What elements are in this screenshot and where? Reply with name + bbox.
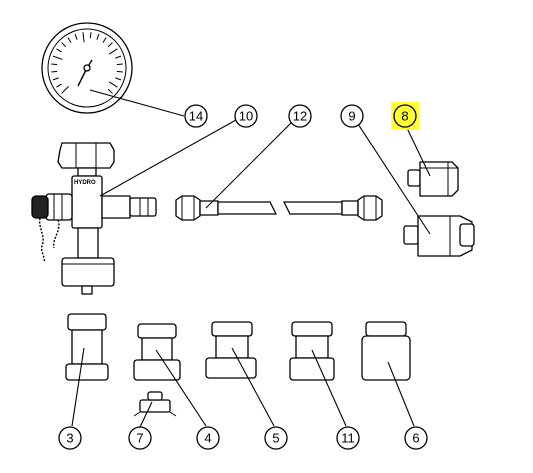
hose-assembly <box>175 195 383 221</box>
gauge-tick <box>115 77 122 81</box>
callout-label: 8 <box>401 109 408 124</box>
gauge-tick <box>61 86 69 94</box>
valve-assembly: HYDRO <box>31 142 157 295</box>
gauge-tick <box>82 32 85 43</box>
adapter-part-5 <box>205 321 257 379</box>
pressure-gauge <box>41 22 133 114</box>
callout-label: 6 <box>412 431 419 446</box>
callout-5: 5 <box>264 426 288 450</box>
callout-label: 3 <box>66 431 73 446</box>
adapter-part-9 <box>403 215 475 257</box>
callout-6: 6 <box>404 426 428 450</box>
gauge-tick <box>116 63 123 66</box>
callout-7: 7 <box>128 426 152 450</box>
callout-11: 11 <box>336 426 360 450</box>
callout-9: 9 <box>340 104 364 128</box>
gauge-tick <box>52 77 59 81</box>
adapter-part-6 <box>361 321 411 381</box>
callout-label: 11 <box>341 431 355 446</box>
gauge-tick <box>115 55 122 59</box>
gauge-tick <box>52 55 63 60</box>
callout-8: 8 <box>391 102 419 130</box>
gauge-tick <box>51 70 58 73</box>
gauge-tick <box>116 70 123 73</box>
callout-14: 14 <box>184 104 208 128</box>
small-part-7 <box>133 391 177 417</box>
callout-label: 5 <box>272 431 279 446</box>
gauge-tick <box>102 37 107 43</box>
gauge-tick <box>108 48 118 55</box>
gauge-tick <box>107 88 113 94</box>
callout-4: 4 <box>196 426 220 450</box>
adapter-part-8 <box>407 161 459 197</box>
gauge-tick <box>89 32 92 39</box>
valve-brand-label: HYDRO <box>74 180 96 186</box>
callout-label: 4 <box>204 431 211 446</box>
leader-lines <box>71 89 431 428</box>
gauge-dial-ticks <box>51 32 123 94</box>
gauge-tick <box>51 63 58 66</box>
adapter-part-4 <box>133 323 181 381</box>
gauge-tick <box>96 33 100 40</box>
gauge-tick <box>67 37 72 43</box>
callout-label: 7 <box>136 431 143 446</box>
callout-label: 12 <box>293 109 307 124</box>
gauge-tick <box>107 42 113 48</box>
callout-12: 12 <box>288 104 312 128</box>
callout-10: 10 <box>234 104 258 128</box>
gauge-tick <box>61 42 67 48</box>
adapter-part-3 <box>65 313 109 381</box>
callout-label: 10 <box>239 109 253 124</box>
gauge-tick <box>56 83 62 88</box>
callout-3: 3 <box>58 426 82 450</box>
gauge-tick <box>74 33 78 40</box>
gauge-tick <box>56 48 62 53</box>
callout-label: 9 <box>348 109 355 124</box>
callout-label: 14 <box>189 109 203 124</box>
gauge-tick <box>108 81 118 88</box>
